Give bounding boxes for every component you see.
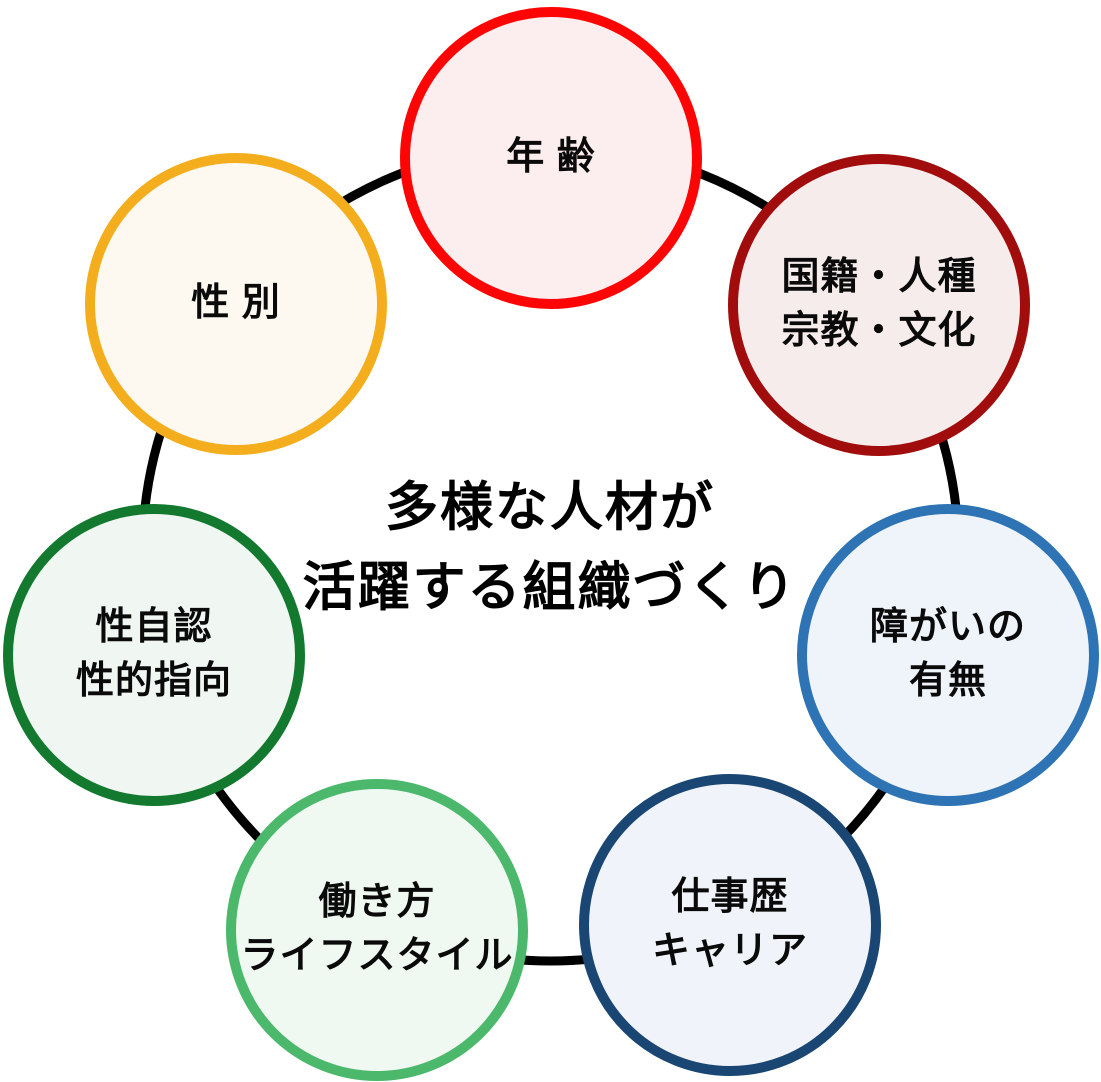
circle-career: 仕事歴 キャリア (579, 774, 881, 1076)
circle-disability-label: 障がいの 有無 (869, 606, 1026, 702)
circle-age: 年 齢 (400, 7, 702, 309)
circle-career-label: 仕事歴 キャリア (651, 876, 808, 972)
circle-nationality-culture: 国籍・人種 宗教・文化 (728, 154, 1030, 456)
center-title-line1: 多様な人材が (385, 478, 715, 537)
circle-gender-identity-label: 性自認 性的指向 (75, 606, 232, 702)
circle-gender: 性 別 (85, 153, 387, 455)
circle-gender-label: 性 別 (191, 282, 281, 325)
center-title: 多様な人材が 活躍する組織づくり (303, 468, 798, 627)
circle-disability: 障がいの 有無 (797, 504, 1099, 806)
circle-workstyle-lifestyle-label: 働き方 ライフスタイル (240, 881, 514, 977)
center-title-line2: 活躍する組織づくり (302, 557, 798, 617)
circle-age-label: 年 齢 (506, 136, 596, 179)
circle-gender-identity: 性自認 性的指向 (3, 504, 305, 806)
circle-nationality-culture-label: 国籍・人種 宗教・文化 (781, 256, 977, 352)
circle-workstyle-lifestyle: 働き方 ライフスタイル (226, 779, 528, 1081)
